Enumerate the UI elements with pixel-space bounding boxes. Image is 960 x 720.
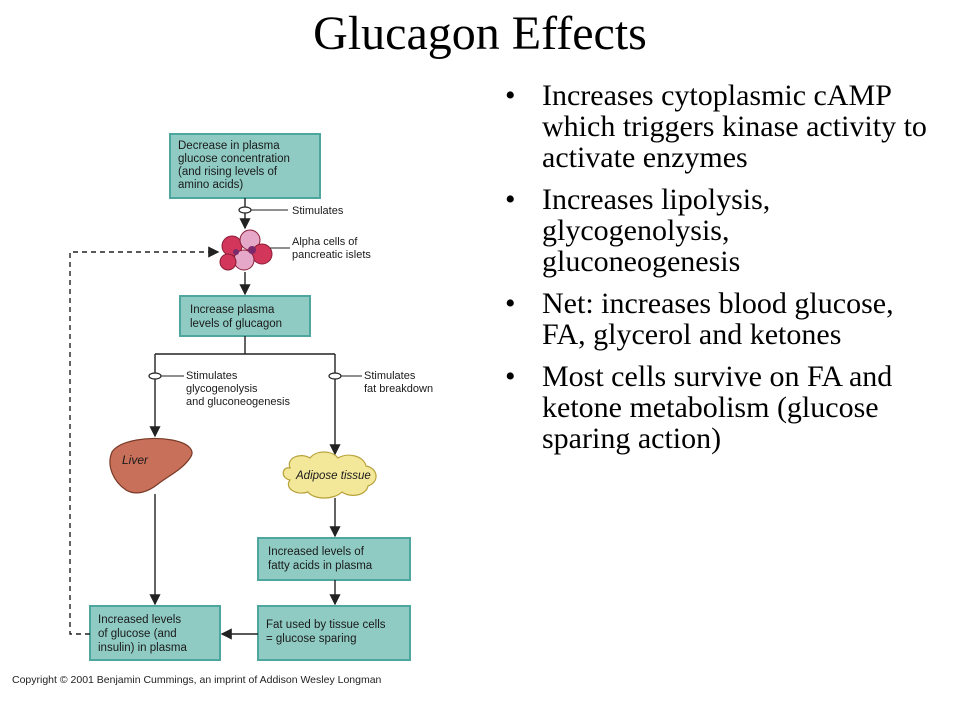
box-line: glucose concentration: [178, 153, 290, 165]
box-line: fatty acids in plasma: [268, 560, 373, 572]
stimulates-marker: [148, 372, 162, 380]
alpha-cells-label: Alpha cells of: [292, 236, 358, 248]
box-line: of glucose (and: [98, 628, 177, 640]
box-line: (and rising levels of: [178, 166, 278, 178]
fatty-acids-box: Increased levels of fatty acids in plasm…: [257, 537, 411, 581]
alpha-cells-label: pancreatic islets: [292, 249, 371, 261]
increased-glucose-box: Increased levels of glucose (and insulin…: [89, 605, 221, 661]
bullet-item: Increases cytoplasmic cAMP which trigger…: [505, 80, 935, 173]
stimulates-marker: [328, 372, 342, 380]
stimulates-marker: [238, 206, 252, 214]
box-line: insulin) in plasma: [98, 642, 187, 654]
stimulates-liver-label: glycogenolysis: [186, 383, 258, 395]
decrease-glucose-box: Decrease in plasma glucose concentration…: [169, 133, 321, 199]
bullet-item: Net: increases blood glucose, FA, glycer…: [505, 288, 935, 350]
box-line: Increased levels: [98, 614, 181, 626]
stimulates-fat-label: Stimulates: [364, 370, 416, 382]
box-line: = glucose sparing: [266, 633, 356, 645]
box-line: Increase plasma: [190, 304, 275, 316]
bullet-item: Increases lipolysis, glycogenolysis, glu…: [505, 184, 935, 277]
stimulates-liver-label: and gluconeogenesis: [186, 396, 290, 408]
box-line: Increased levels of: [268, 546, 365, 558]
alpha-cells-icon: [219, 229, 273, 271]
bullet-list: Increases cytoplasmic cAMP which trigger…: [505, 80, 935, 465]
adipose-label: Adipose tissue: [295, 470, 371, 482]
liver-label: Liver: [122, 453, 149, 467]
stimulates-liver-label: Stimulates: [186, 370, 238, 382]
copyright-text: Copyright © 2001 Benjamin Cummings, an i…: [12, 674, 382, 686]
slide-title: Glucagon Effects: [313, 7, 647, 60]
adipose-tissue-icon: Adipose tissue: [282, 451, 377, 499]
box-line: Fat used by tissue cells: [266, 619, 386, 631]
fat-used-box: Fat used by tissue cells = glucose spari…: [257, 605, 411, 661]
box-line: levels of glucagon: [190, 318, 282, 330]
liver-icon: Liver: [109, 437, 193, 494]
stimulates-label: Stimulates: [292, 205, 344, 217]
stimulates-fat-label: fat breakdown: [364, 383, 433, 395]
bullet-item: Most cells survive on FA and ketone meta…: [505, 361, 935, 454]
feedback-dashed-arrow: [69, 246, 220, 635]
increase-glucagon-box: Increase plasma levels of glucagon: [179, 295, 311, 337]
box-line: Decrease in plasma: [178, 140, 280, 152]
box-line: amino acids): [178, 179, 243, 191]
